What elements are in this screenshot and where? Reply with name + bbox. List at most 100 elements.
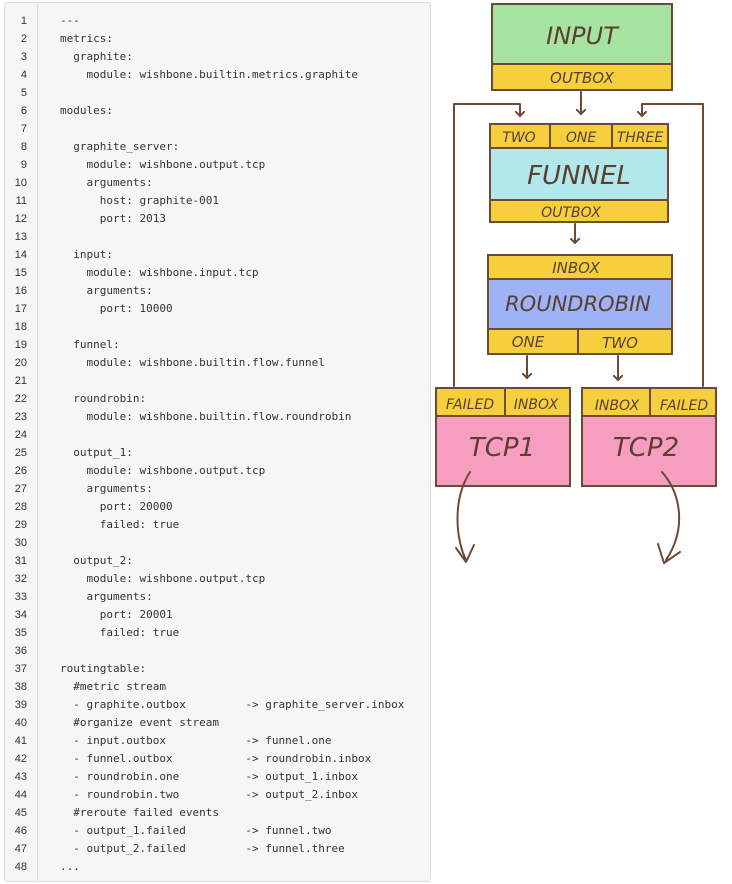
line-number: 40 [14,717,27,729]
code-text: output_2: [60,554,133,567]
code-line: 4 module: wishbone.builtin.metrics.graph… [5,66,430,84]
code-text: module: wishbone.output.tcp [60,158,266,171]
input-body [491,3,673,65]
code-line: 9 module: wishbone.output.tcp [5,156,430,174]
code-text: - funnel.outbox -> roundrobin.inbox [60,752,372,765]
code-line: 45 #reroute failed events [5,804,430,822]
line-number: 43 [14,771,27,783]
line-number: 35 [14,627,27,639]
line-number: 47 [14,843,27,855]
tcp2-module: INBOX FAILED TCP2 [581,387,717,487]
line-number: 11 [15,195,27,207]
code-text: --- [60,14,80,27]
code-text: output_1: [60,446,133,459]
code-line: 25 output_1: [5,444,430,462]
code-text: - output_1.failed -> funnel.two [60,824,332,837]
code-text: arguments: [60,176,153,189]
code-line: 46 - output_1.failed -> funnel.two [5,822,430,840]
line-number: 33 [14,591,27,603]
code-text: failed: true [60,518,180,531]
line-number: 31 [14,555,27,567]
input-outbox-queue [491,63,673,91]
code-line: 13 [5,228,430,246]
line-number: 19 [14,339,27,351]
line-number: 23 [14,411,27,423]
code-text: funnel: [60,338,120,351]
line-number: 10 [14,177,27,189]
code-line: 17 port: 10000 [5,300,430,318]
code-line: 42 - funnel.outbox -> roundrobin.inbox [5,750,430,768]
line-number: 16 [14,285,27,297]
line-number: 9 [20,159,27,171]
code-text: ... [60,860,80,873]
input-module: INPUT OUTBOX [491,3,673,91]
code-text: #metric stream [60,680,166,693]
code-line: 27 arguments: [5,480,430,498]
code-text: graphite_server: [60,140,180,153]
code-line: 38 #metric stream [5,678,430,696]
code-line: 26 module: wishbone.output.tcp [5,462,430,480]
line-number: 29 [14,519,27,531]
tcp1-inbox-label: INBOX [514,397,559,413]
arrow-tcp2-out [661,471,681,561]
line-number: 30 [14,537,27,549]
code-line: 24 [5,426,430,444]
code-text: - output_2.failed -> funnel.three [60,842,345,855]
line-number: 14 [14,249,27,261]
code-line: 2 metrics: [5,30,430,48]
line-number: 5 [20,87,27,99]
code-line: 48... [5,858,430,876]
tcp2-body [581,415,717,487]
code-line: 29 failed: true [5,516,430,534]
line-number: 6 [20,105,27,117]
code-text: metrics: [60,32,113,45]
code-line: 18 [5,318,430,336]
roundrobin-title: ROUNDROBIN [505,292,651,316]
connections [453,91,704,564]
line-number: 7 [20,123,27,135]
wishbone-routing-diagram: INPUT OUTBOX TWO ONE THREE FUNNEL OUTBOX… [435,3,717,564]
code-line: 35 failed: true [5,624,430,642]
code-line: 41 - input.outbox -> funnel.one [5,732,430,750]
code-line: 10 arguments: [5,174,430,192]
funnel-two-label: TWO [502,130,535,146]
code-text: module: wishbone.builtin.metrics.graphit… [60,68,359,81]
code-text: #reroute failed events [60,806,219,819]
line-number: 22 [14,393,27,405]
line-number: 2 [20,33,27,45]
tcp2-title: TCP2 [613,433,679,463]
code-line: 3 graphite: [5,48,430,66]
line-number: 25 [14,447,27,459]
line-number: 15 [14,267,27,279]
line-number: 42 [14,753,27,765]
code-line: 7 [5,120,430,138]
code-line: 34 port: 20001 [5,606,430,624]
code-text: #organize event stream [60,716,219,729]
code-text: arguments: [60,482,153,495]
line-number: 37 [14,663,27,675]
line-number: 24 [14,429,27,441]
code-text: input: [60,248,113,261]
code-line: 11 host: graphite-001 [5,192,430,210]
code-line: 33 arguments: [5,588,430,606]
code-text: port: 2013 [60,212,166,225]
arrow-tcp1-out [456,471,471,561]
funnel-title: FUNNEL [527,161,631,191]
line-number: 12 [14,213,27,225]
code-text: port: 10000 [60,302,173,315]
line-number: 13 [14,231,27,243]
line-number: 21 [14,375,27,387]
code-line: 8 graphite_server: [5,138,430,156]
funnel-one-label: ONE [566,130,596,146]
line-number: 45 [14,807,27,819]
roundrobin-one-label: ONE [512,333,545,351]
input-outbox-label: OUTBOX [550,69,615,87]
line-number: 32 [14,573,27,585]
code-line: 31 output_2: [5,552,430,570]
roundrobin-body [487,278,673,330]
funnel-module: TWO ONE THREE FUNNEL OUTBOX [489,123,669,223]
code-line: 30 [5,534,430,552]
code-text: port: 20001 [60,608,173,621]
